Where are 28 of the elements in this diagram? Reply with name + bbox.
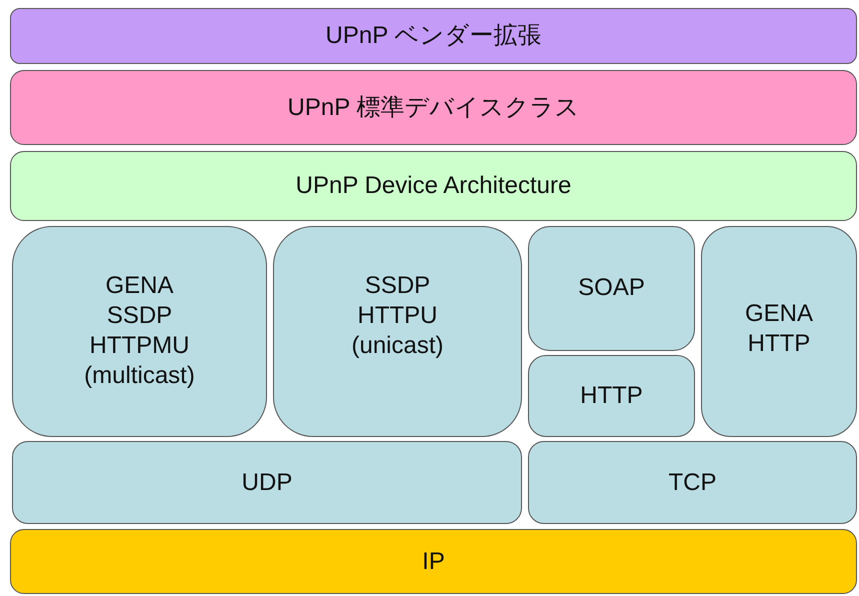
- protocol-layer-box: [10, 529, 857, 594]
- protocol-layer-box: [701, 226, 857, 437]
- layer-label: HTTP: [580, 381, 643, 411]
- layer-label: SSDP: [364, 271, 430, 301]
- layer-label: HTTPMU: [90, 331, 190, 361]
- protocol-layer-box: [10, 151, 857, 221]
- layer-label: HTTP: [748, 329, 810, 359]
- layer-label: UPnP ベンダー拡張: [326, 21, 542, 51]
- protocol-layer-box: [12, 226, 267, 437]
- layer-label: HTTPU: [358, 301, 438, 331]
- protocol-layer-box: [528, 355, 695, 437]
- layer-label: IP: [422, 546, 445, 576]
- layer-label: SOAP: [578, 273, 645, 303]
- layer-label: UDP: [242, 468, 292, 498]
- protocol-layer-box: [10, 8, 857, 64]
- protocol-layer-box: [528, 226, 695, 351]
- protocol-layer-box: [528, 441, 857, 524]
- protocol-layer-box: [12, 441, 522, 524]
- protocol-layer-box: [273, 226, 522, 437]
- layer-label: GENA: [105, 271, 174, 301]
- layer-label: GENA: [744, 299, 813, 329]
- layer-label: UPnP 標準デバイスクラス: [288, 92, 580, 122]
- layer-label: (multicast): [84, 361, 195, 391]
- protocol-layer-box: [10, 70, 857, 145]
- layer-label: (unicast): [351, 331, 444, 361]
- layer-label: UPnP Device Architecture: [296, 171, 572, 201]
- layer-label: SSDP: [106, 301, 172, 331]
- layer-label: TCP: [668, 468, 716, 498]
